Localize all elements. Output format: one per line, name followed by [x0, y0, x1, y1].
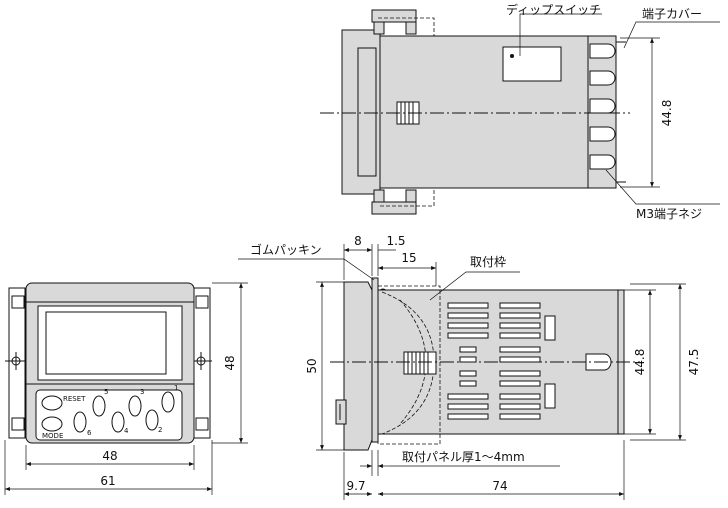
key-6[interactable] [73, 411, 87, 433]
lcd-screen [45, 311, 167, 375]
top-clip-lower [371, 201, 417, 215]
label-dip-switch: ディップスイッチ [506, 2, 601, 17]
label-mode: MODE [42, 432, 63, 440]
label-key-1: 1 [174, 384, 178, 392]
side-bezel [343, 281, 373, 451]
top-view: 44.8 ディップスイッチ 端子カバー M3端子ネジ [320, 2, 720, 221]
dim-side-total-height: 47.5 [687, 349, 701, 376]
label-reset: RESET [63, 395, 86, 403]
key-2[interactable] [145, 409, 159, 431]
side-vent [403, 351, 437, 375]
label-rubber-packing: ゴムパッキン [250, 242, 322, 257]
side-view: 50 44.8 47.5 8 1.5 15 ゴムパッキン 取付枠 取付パネル [238, 234, 701, 500]
label-m3-screw: M3端子ネジ [636, 207, 702, 221]
mode-key[interactable] [41, 416, 63, 432]
front-view: RESET MODE 5 6 3 4 1 2 48 48 61 [4, 282, 248, 495]
key-3[interactable] [128, 395, 142, 417]
label-key-2: 2 [158, 426, 162, 434]
dim-rear-depth: 74 [492, 479, 507, 493]
dim-side-body-height: 44.8 [633, 349, 647, 376]
key-1[interactable] [161, 391, 175, 413]
dim-side-panel-height: 50 [305, 358, 319, 373]
dim-top-height: 44.8 [660, 100, 674, 127]
label-key-6: 6 [87, 429, 92, 437]
dip-switch-window [502, 46, 562, 82]
label-mounting-frame: 取付枠 [470, 255, 506, 269]
reset-key[interactable] [41, 395, 63, 411]
dim-gap: 1.5 [386, 234, 405, 248]
dim-front-width-outer: 61 [100, 474, 115, 488]
dim-front-width-inner: 48 [102, 449, 117, 463]
top-clip-upper [371, 9, 417, 23]
top-bezel [341, 29, 381, 195]
label-terminal-cover: 端子カバー [642, 7, 702, 21]
key-4[interactable] [111, 411, 125, 433]
front-clip-right [193, 287, 211, 439]
dim-frame-depth: 15 [401, 251, 416, 265]
key-5[interactable] [92, 395, 106, 417]
label-key-5: 5 [104, 388, 108, 396]
label-panel-thickness: 取付パネル厚1～4mm [402, 450, 525, 464]
dim-gasket-width: 8 [354, 234, 362, 248]
terminal-block [587, 35, 626, 189]
front-clip-left [8, 287, 26, 439]
mounting-frame-outline [377, 285, 441, 445]
rubber-packing [371, 277, 379, 443]
label-key-3: 3 [140, 388, 144, 396]
dim-front-height: 48 [223, 355, 237, 370]
label-key-4: 4 [124, 427, 129, 435]
dim-front-depth: 9.7 [346, 479, 365, 493]
side-slots [447, 302, 556, 420]
keypad-panel [35, 389, 183, 441]
